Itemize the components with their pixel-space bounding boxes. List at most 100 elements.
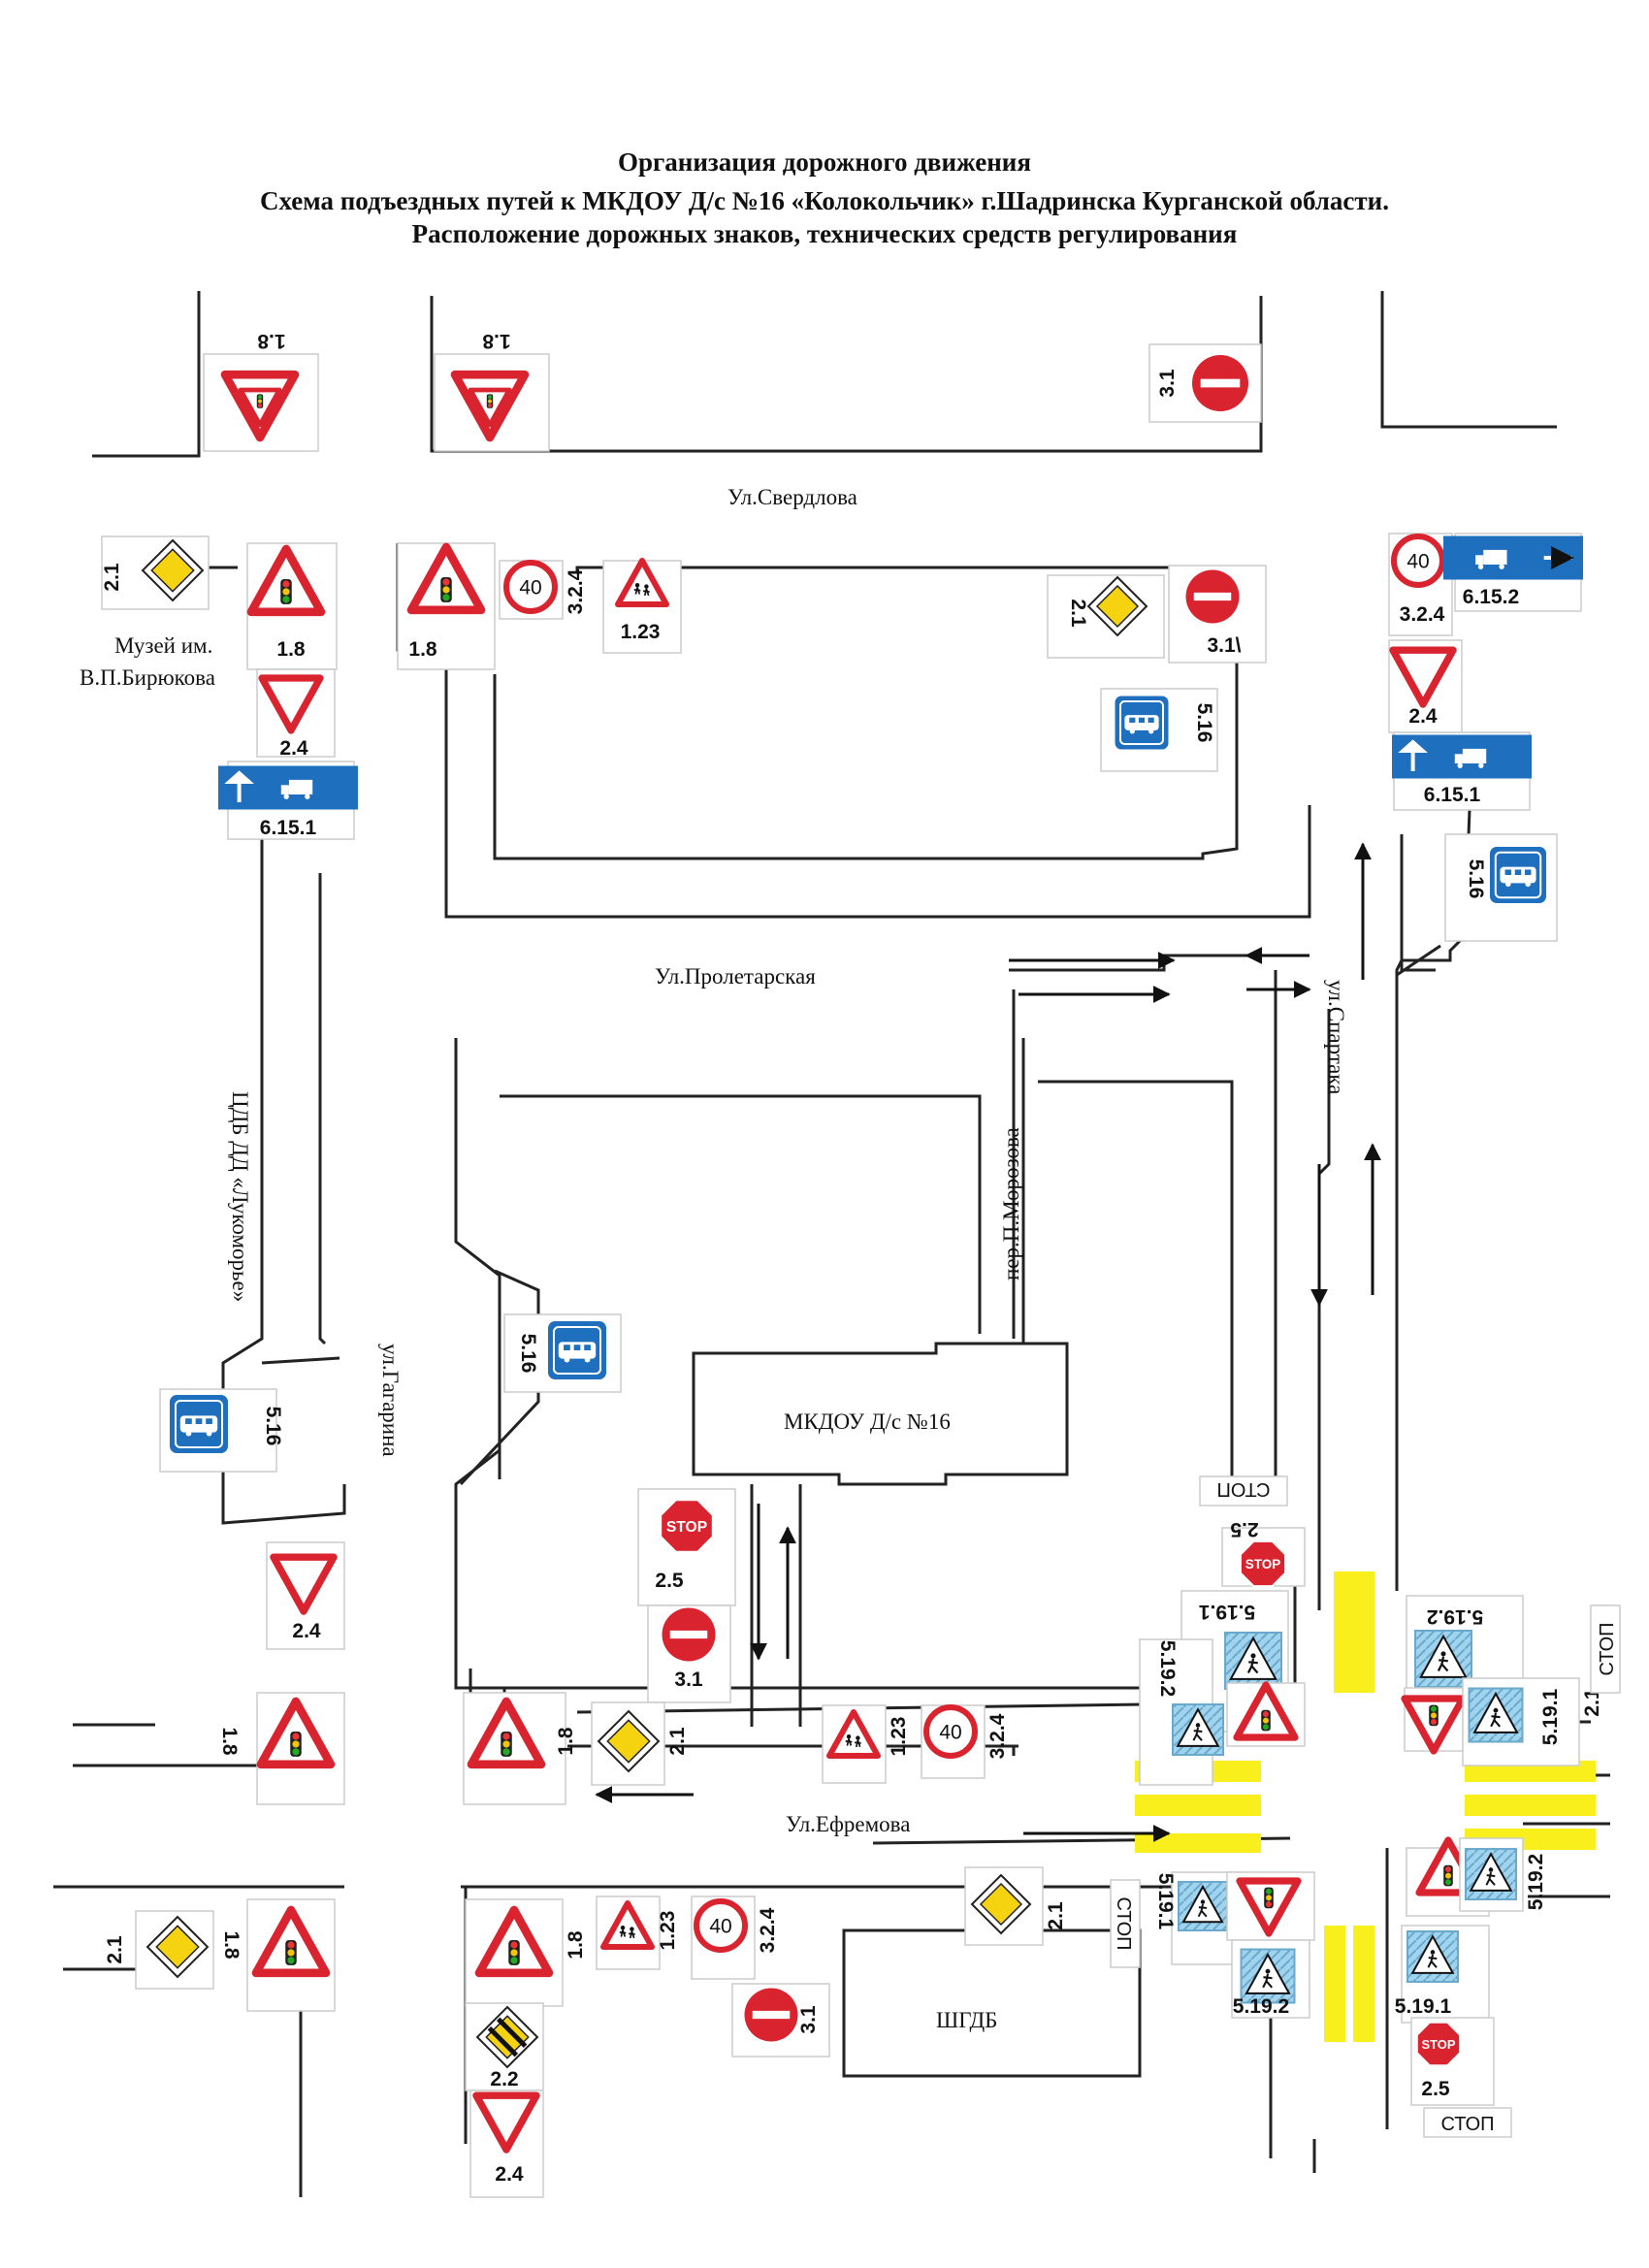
- sign-face: [1233, 1681, 1299, 1741]
- kindergarten-label: МКДОУ Д/с №16: [784, 1409, 951, 1434]
- sign-face: [270, 1553, 338, 1615]
- sign-face: 40: [923, 1704, 978, 1759]
- sign-code-label: 3.1: [674, 1669, 703, 1691]
- sign-code-label: 1.8: [276, 638, 306, 661]
- sign-no-entry: 3.1: [647, 1604, 731, 1703]
- traffic-light-icon: [1264, 1887, 1274, 1909]
- sign-code-label: 2.5: [1230, 1518, 1259, 1540]
- sign-face: 40: [503, 560, 558, 614]
- buildings: [692, 1342, 1142, 2078]
- sign-face: [1115, 696, 1169, 750]
- stop-line-label: СТОП: [1440, 2114, 1494, 2135]
- sign-code-label: 1.23: [657, 1911, 679, 1951]
- sign-face: STOP: [1415, 2021, 1462, 2067]
- pedestrian-icon: [1437, 1651, 1449, 1672]
- sign-code-label: 3.2.4: [1400, 603, 1445, 626]
- stop-line-card: [1199, 1475, 1288, 1507]
- sign-face: [406, 542, 486, 615]
- museum-label-line2: В.П.Бирюкова: [80, 665, 215, 690]
- sign-face: 40: [1391, 534, 1445, 588]
- library-label: ЦДБ ДД «Лукоморье»: [228, 1091, 252, 1302]
- sgdb-label: ШГДБ: [936, 2008, 997, 2032]
- sign-code-label: 1.8: [482, 330, 511, 352]
- sign-warning-light: 1.8: [246, 542, 338, 670]
- sign-code-label: 3.2.4: [565, 568, 587, 614]
- sign-face: [970, 1873, 1032, 1935]
- sign-face: [246, 544, 326, 617]
- street-label-efremova: Ул.Ефремова: [786, 1812, 910, 1836]
- road-edge: [454, 1038, 501, 1479]
- sign-face: [475, 2005, 539, 2069]
- stop-line-label: СТОП: [1113, 1896, 1134, 1950]
- sign-warning-light: [238, 387, 282, 428]
- road-edge: [1380, 291, 1557, 429]
- sign-face: [1401, 1695, 1467, 1755]
- sign-yield: 2.4: [1388, 639, 1463, 733]
- sign-yield: 2.4: [266, 1541, 345, 1650]
- road-edge: [1038, 1080, 1234, 1494]
- bus-icon: [1124, 715, 1159, 734]
- road-edge: [1317, 1009, 1331, 1591]
- sign-code-label: 5.19.1: [1154, 1873, 1177, 1930]
- sign-warning-light: 1.8: [218, 1692, 345, 1805]
- road-edge: [1009, 954, 1276, 972]
- children-icon: [845, 1734, 861, 1748]
- sign-lane-truck: 6.15.2: [1443, 533, 1583, 612]
- sign-code-label: 5.19.1: [1395, 1995, 1452, 2018]
- road-edge: [500, 1094, 982, 1334]
- sign-face: [1178, 1881, 1228, 1931]
- sign-code-label: 5.19.2: [1233, 1995, 1289, 2018]
- sign-lane-truck: 6.15.1: [218, 761, 358, 840]
- sign-face: [1465, 1848, 1517, 1900]
- sign-code-label: 6.15.1: [1424, 784, 1481, 806]
- sign-warning-children: 1.23: [822, 1704, 910, 1784]
- crosswalk-stripe: [1135, 1795, 1261, 1816]
- road-edge: [261, 1356, 340, 1365]
- sign-code-label: 2.4: [279, 737, 308, 760]
- road-edge: [459, 1269, 540, 1486]
- sign-code-label: 2.4: [495, 2163, 524, 2186]
- sign-bus-stop: 5.16: [503, 1313, 622, 1393]
- road-edge: [92, 291, 201, 458]
- sign-face: [548, 1321, 606, 1379]
- sign-priority: 2.1: [1047, 574, 1165, 659]
- sign-code-label: 5.16: [262, 1407, 284, 1446]
- crosswalk-stripe: [1465, 1795, 1596, 1816]
- street-label-gagarina: ул.Гагарина: [378, 1344, 403, 1457]
- street-label-proletarskaya: Ул.Пролетарская: [655, 964, 816, 988]
- map-subtitle: Схема подъездных путей к МКДОУ Д/с №16 «…: [259, 186, 1389, 215]
- traffic-light-icon: [290, 1731, 302, 1757]
- sign-face: [1185, 569, 1240, 624]
- sign-code-label: 5.19.1: [1198, 1601, 1255, 1623]
- road-edge: [493, 566, 1253, 860]
- sign-face: [141, 538, 205, 602]
- truck-icon: [280, 779, 313, 799]
- sign-code-label: 5.19.2: [1427, 1605, 1483, 1628]
- sign-face: [474, 1905, 554, 1978]
- sign-code-label: 2.1: [1581, 1688, 1603, 1717]
- traffic-light-icon: [508, 1939, 520, 1965]
- sign-code-label: 2.1: [104, 1935, 126, 1964]
- speed-limit-value: 40: [519, 577, 541, 599]
- stop-text: STOP: [666, 1519, 707, 1536]
- pedestrian-icon: [1485, 1867, 1496, 1886]
- sign-code-label: 5.16: [1193, 703, 1215, 743]
- museum-label-line1: Музей им.: [114, 633, 212, 658]
- sign-warning-light: 1.8: [465, 1898, 587, 2007]
- sign-crosswalk: 5.19.2: [1459, 1837, 1547, 1912]
- traffic-arrows: [595, 842, 1381, 1842]
- sign-code-label: 6.15.1: [260, 817, 317, 839]
- kindergarten-building: [692, 1342, 1069, 1486]
- street-label-morozova: пер.П.Морозова: [999, 1127, 1023, 1280]
- sign-face: [468, 387, 512, 428]
- traffic-light-icon: [1261, 1709, 1271, 1732]
- sign-code-label: 2.4: [292, 1620, 321, 1642]
- sign-speed-limit: 40 3.2.4: [499, 560, 587, 620]
- street-label-spartaka: ул.Спартака: [1324, 980, 1348, 1094]
- sign-face: STOP: [660, 1499, 714, 1553]
- sign-code-label: 5.19.2: [1525, 1854, 1547, 1910]
